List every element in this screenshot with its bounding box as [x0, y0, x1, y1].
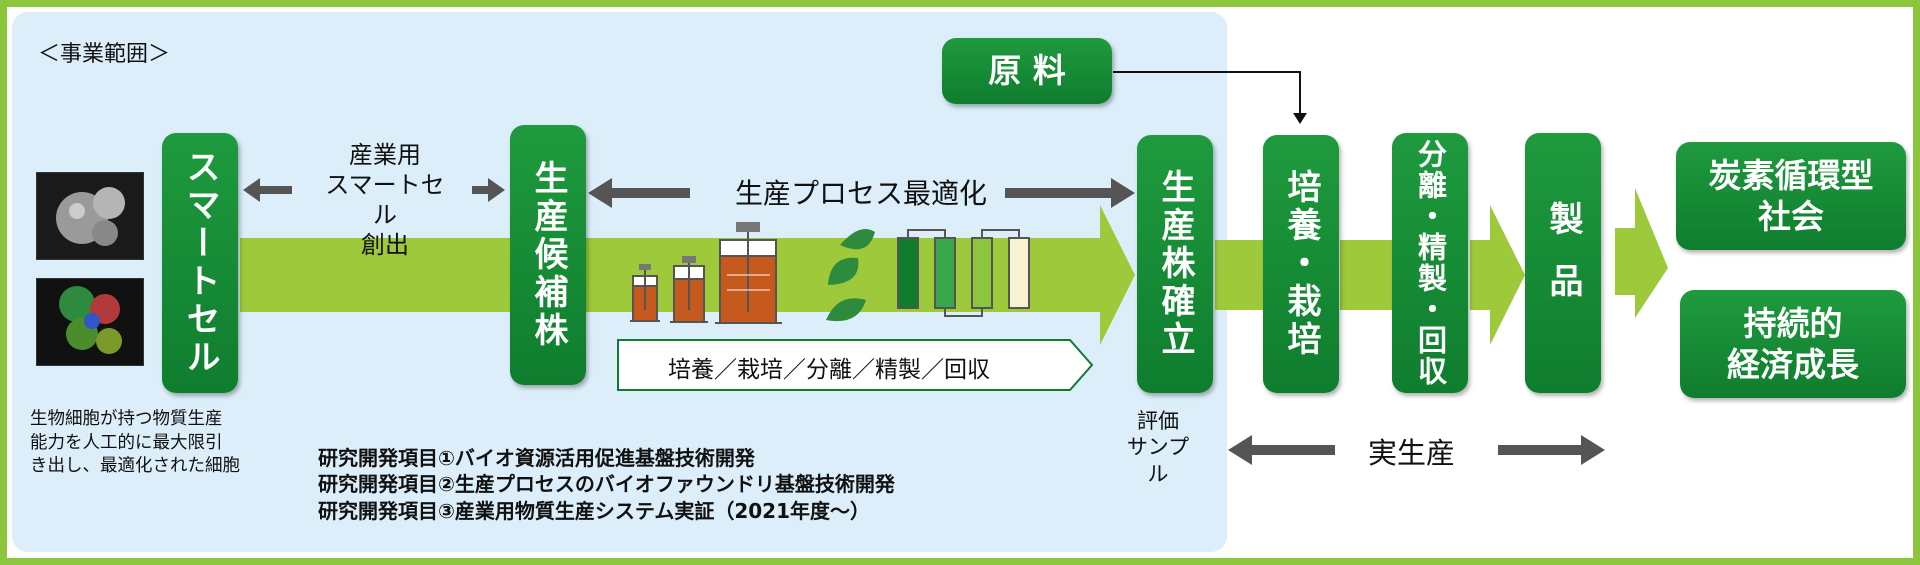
project-item-3: 研究開発項目③産業用物質生産システム実証（2021年度～） — [318, 498, 870, 523]
evaluation-line2: サンプル — [1126, 435, 1190, 486]
candidate-strain-label: 生産候補株 — [528, 160, 568, 350]
sustainable-growth-line2: 経済成長 — [1727, 345, 1859, 384]
arrow-right-to-strain — [1005, 178, 1135, 208]
evaluation-line1: 評価 — [1137, 409, 1179, 433]
sustainable-growth-line1: 持続的 — [1743, 303, 1843, 343]
smart-cell-label: スマートセル — [180, 149, 220, 377]
industrial-smartcell-label: 産業用 スマートセル 創出 — [320, 140, 450, 260]
separation-label: 分離・精製・回収 — [1413, 139, 1448, 387]
description-line3: き出し、最適化された細胞 — [30, 456, 240, 477]
project-item-2: 研究開発項目②生産プロセスのバイオファウンドリ基盤技術開発 — [318, 472, 895, 497]
carbon-cycle-line2: 社会 — [1758, 197, 1824, 236]
flow-arrow-3 — [1470, 205, 1525, 345]
scope-label: ＜事業範囲＞ — [38, 42, 171, 67]
evaluation-sample-label: 評価 サンプル — [1120, 408, 1196, 487]
project-item-1: 研究開発項目①バイオ資源活用促進基盤技術開発 — [318, 446, 755, 470]
plant-cell-photo — [36, 278, 144, 366]
description-line1: 生物細胞が持つ物質生産 — [30, 409, 223, 429]
industrial-label-line2: スマートセル — [325, 171, 445, 229]
process-arrow-outline — [617, 339, 1094, 391]
smart-cell-box: スマートセル — [162, 133, 238, 393]
arrow-right-actual — [1498, 435, 1605, 465]
arrow-left-to-candidate — [588, 178, 690, 208]
project-list: 研究開発項目①バイオ資源活用促進基盤技術開発 研究開発項目②生産プロセスのバイオ… — [318, 445, 895, 524]
flow-arrow-4 — [1615, 188, 1668, 318]
process-optimization-label: 生産プロセス最適化 — [735, 177, 988, 210]
raw-material-box: 原 料 — [942, 38, 1112, 104]
separation-box: 分離・精製・回収 — [1392, 133, 1468, 393]
product-box: 製品 — [1525, 133, 1601, 393]
strain-established-box: 生産株確立 — [1137, 135, 1213, 393]
raw-material-label: 原 料 — [988, 51, 1066, 91]
carbon-cycle-line1: 炭素循環型 — [1708, 155, 1874, 195]
yeast-cell-photo — [36, 172, 144, 260]
description-line2: 能力を人工的に最大限引 — [30, 432, 223, 453]
flow-band-2 — [1215, 240, 1265, 310]
raw-material-arrowhead — [1293, 113, 1307, 124]
flow-band-3 — [1340, 240, 1395, 310]
bioreactor-large-icon — [715, 222, 782, 324]
bioreactor-small-icon — [630, 264, 660, 322]
arrow-left-to-smartcell — [243, 178, 292, 202]
strain-established-label: 生産株確立 — [1155, 169, 1195, 359]
sustainable-growth-box: 持続的 経済成長 — [1680, 290, 1906, 398]
candidate-strain-box: 生産候補株 — [510, 125, 586, 385]
leaf-icon — [826, 228, 875, 322]
process-steps-label: 培養／栽培／分離／精製／回収 — [668, 357, 990, 383]
industrial-label-line1: 産業用 — [349, 141, 421, 169]
smart-cell-description: 生物細胞が持つ物質生産 能力を人工的に最大限引 き出し、最適化された細胞 — [30, 408, 240, 479]
raw-material-connector — [1113, 71, 1301, 118]
arrow-right-to-candidate — [472, 178, 505, 202]
culture-label: 培養・栽培 — [1281, 169, 1321, 359]
carbon-cycle-box: 炭素循環型 社会 — [1676, 142, 1906, 250]
product-label: 製品 — [1543, 201, 1583, 325]
industrial-label-line3: 創出 — [361, 231, 409, 259]
bioreactor-medium-icon — [670, 256, 708, 323]
actual-production-label: 実生産 — [1368, 436, 1456, 470]
arrow-left-actual — [1228, 435, 1335, 465]
separation-columns-icon — [897, 229, 1030, 317]
culture-box: 培養・栽培 — [1263, 135, 1339, 393]
